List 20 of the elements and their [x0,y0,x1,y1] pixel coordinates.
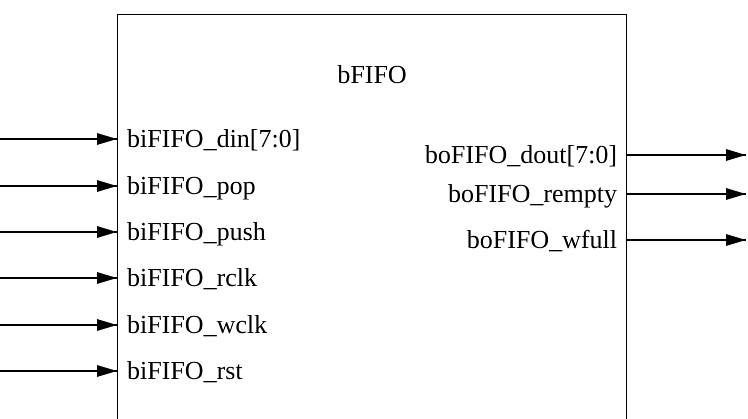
signal-arrow [0,133,117,145]
signal-arrow [627,188,746,200]
signal-arrow [0,272,117,284]
input-port-label: biFIFO_din[7:0] [117,122,300,156]
output-port-label: boFIFO_dout[7:0] [424,138,627,172]
input-port-label: biFIFO_push [117,215,266,249]
module-block [117,14,627,419]
output-port-label: boFIFO_wfull [466,223,627,257]
input-port-label: biFIFO_wclk [117,308,268,342]
signal-arrow [0,226,117,238]
input-port-label: biFIFO_pop [117,169,256,203]
signal-arrow [627,234,746,246]
signal-arrow [0,180,117,192]
signal-arrow [0,319,117,331]
output-port-label: boFIFO_rempty [448,177,627,211]
signal-arrow [0,365,117,377]
input-port-label: biFIFO_rclk [117,261,257,295]
input-port-label: biFIFO_rst [117,354,243,388]
signal-arrow [627,149,746,161]
module-name: bFIFO [337,60,407,90]
